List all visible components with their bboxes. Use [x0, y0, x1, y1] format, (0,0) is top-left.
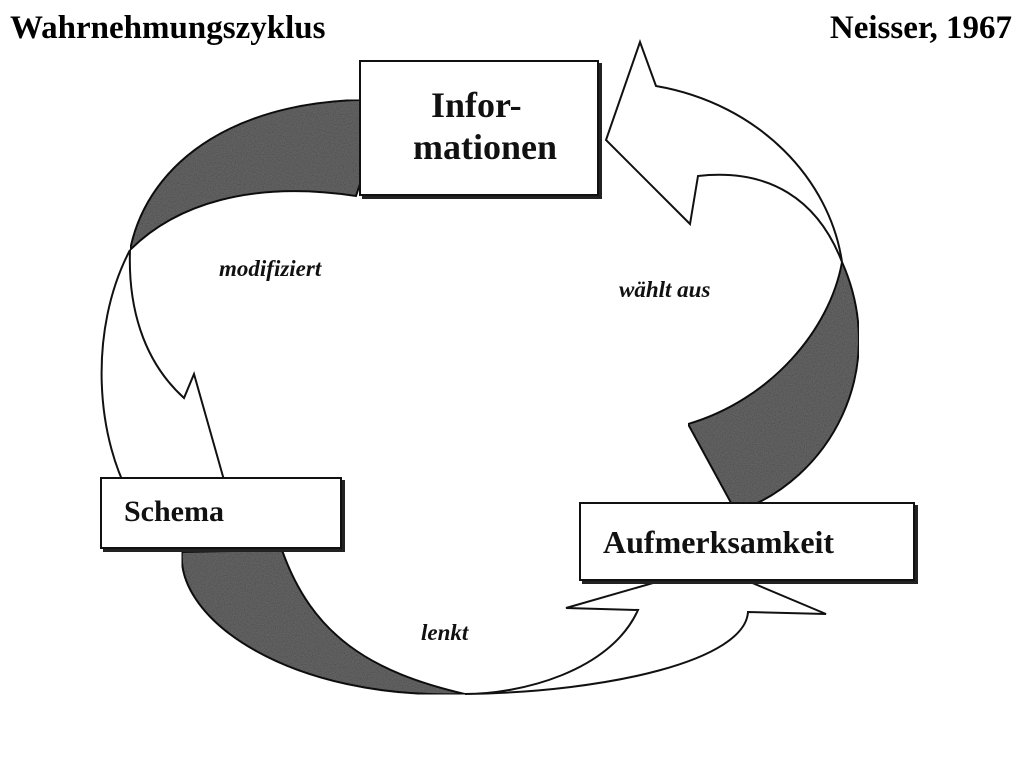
- arrow-modifiziert: [100, 249, 226, 507]
- arrow-lenkt: [464, 564, 827, 695]
- citation: Neisser, 1967: [829, 10, 1012, 46]
- node-schema: Schema: [100, 477, 342, 549]
- edge-label-waehlt-aus: wählt aus: [619, 277, 711, 302]
- node-informationen-line1: Infor-: [431, 85, 522, 125]
- node-aufmerksamkeit-label: Aufmerksamkeit: [603, 524, 835, 560]
- edge-label-modifiziert: modifiziert: [219, 256, 322, 281]
- shaded-band-top-left: [128, 98, 390, 254]
- node-informationen-line2: mationen: [413, 127, 557, 167]
- node-schema-label: Schema: [124, 495, 224, 528]
- shaded-band-bottom-left: [180, 548, 466, 696]
- edge-label-lenkt: lenkt: [421, 620, 469, 645]
- shaded-band-right: [686, 258, 860, 514]
- page-title: Wahrnehmungszyklus: [10, 10, 326, 46]
- node-informationen: Infor- mationen: [359, 60, 599, 196]
- arrow-waehlt-aus: [604, 39, 843, 263]
- node-aufmerksamkeit: Aufmerksamkeit: [579, 502, 915, 581]
